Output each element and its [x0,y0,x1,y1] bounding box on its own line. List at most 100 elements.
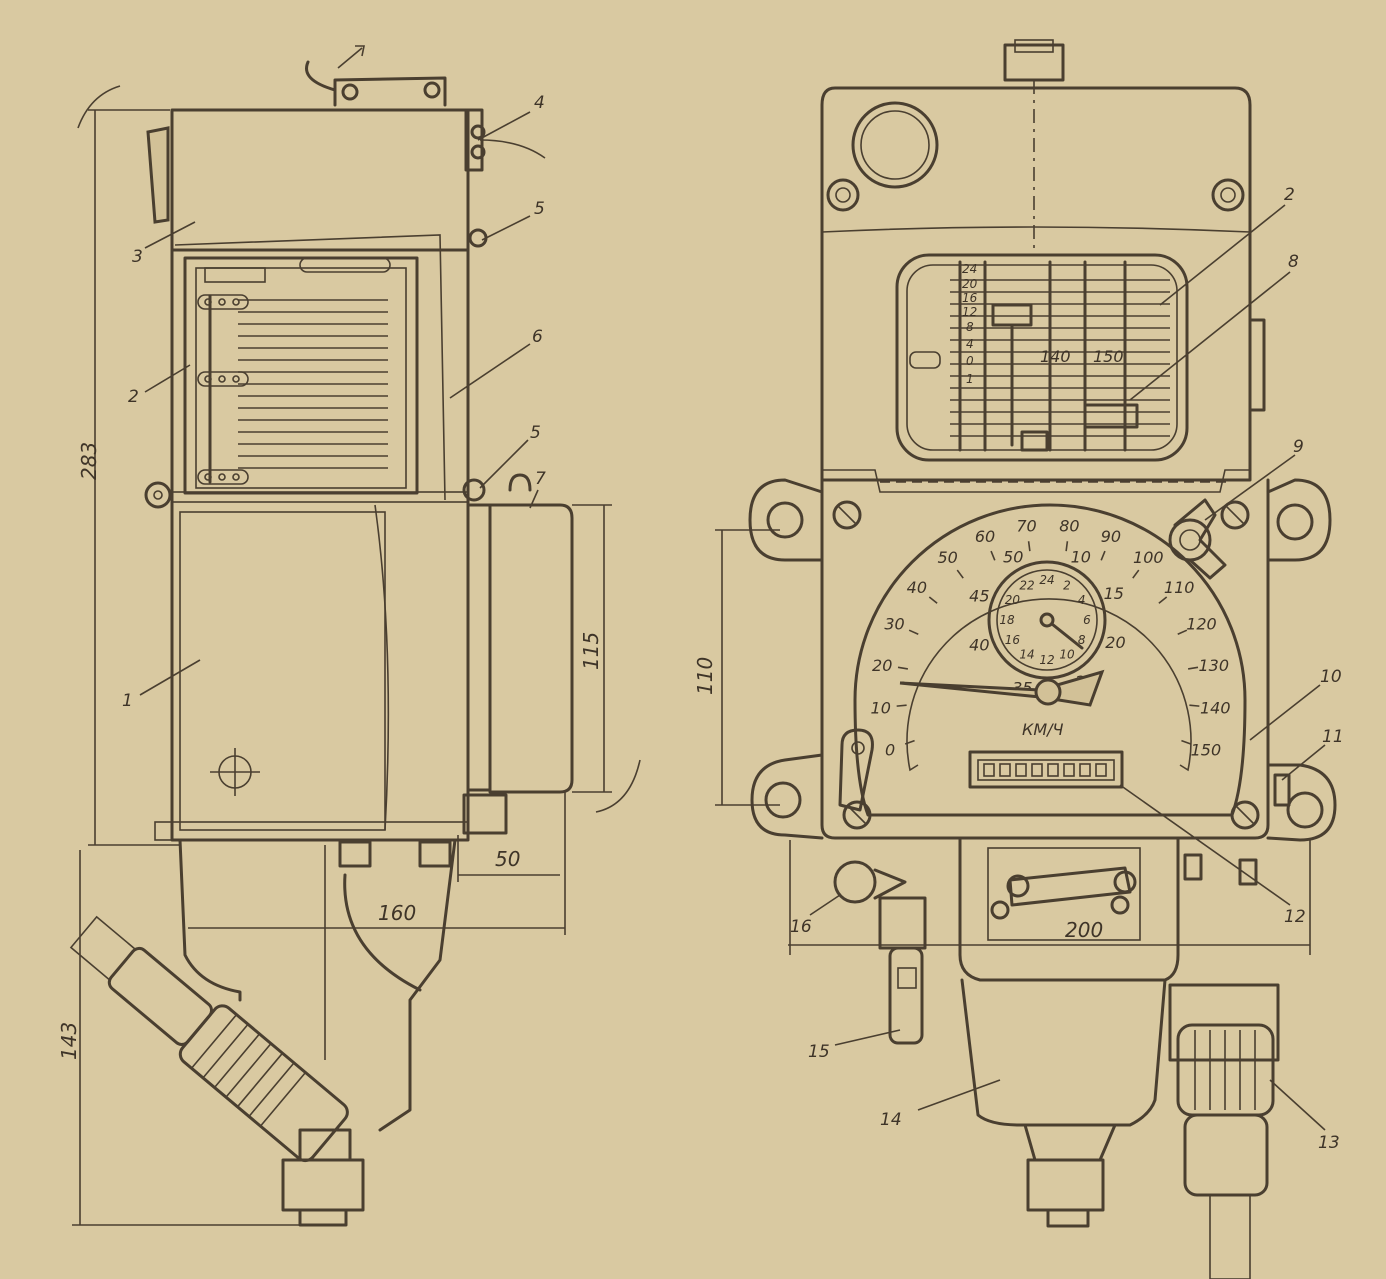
speed-scale-ticks [896,541,1200,745]
speed-tick [990,550,996,561]
callout-2: 2 [128,387,139,407]
top-bracket [1003,43,1065,82]
callout-6: 6 [532,327,543,347]
mid-seam [822,469,1250,493]
gearbox-pin-left [990,900,1010,920]
rotate-arrow-right [479,139,546,159]
callouts-left: 1 2 3 4 5 5 6 7 [122,93,546,711]
knob-16 [833,860,877,904]
sensor-plug [888,946,924,1045]
speed-tick [1181,739,1192,745]
side-clip [464,108,484,172]
torn-edge [374,504,390,831]
housing-bolt-left [338,840,372,868]
screw-top-left-inner [835,187,851,203]
tape-scale-4: 4 [966,337,974,351]
tape-lines [238,299,388,469]
recorder-body [170,248,470,842]
speed-tick [1027,541,1031,552]
screw-mid-tl [832,500,862,530]
clock-label: 12 [1039,653,1054,667]
gearbox-pivot-left [1006,874,1030,898]
speed-tick [904,739,915,745]
stylus-carriage [1020,430,1049,452]
callout-r-16: 16 [790,917,812,937]
bottom-nut [281,1158,365,1212]
speed-tick [1158,596,1168,604]
tape-label-150: 150 [1093,347,1124,366]
tape-window-lines [950,279,1170,437]
arrow-top-head [355,45,365,57]
lower-body-panel [179,511,386,831]
clock-label: 8 [1078,633,1086,647]
clock-inner-label: 15 [1104,584,1124,603]
dim-label-115: 115 [579,632,603,670]
callout-1: 1 [122,691,133,711]
clock-label: 2 [1063,578,1071,592]
lock-knob [1168,498,1227,580]
side-lever [838,728,874,812]
ear-lower-left [750,753,824,840]
speed-tick [928,596,938,604]
speed-label: 130 [1199,656,1230,675]
speed-label: 0 [885,740,895,759]
clock-inner-label: 20 [1105,633,1125,652]
speed-label: 100 [1133,548,1164,567]
clock-inner-label: 50 [1003,547,1023,566]
housing-bolt-right [418,840,452,868]
speed-needle [899,669,1105,707]
side-view: 283 143 160 50 115 1 2 3 4 5 5 6 7 [57,45,641,1227]
needle-hub [1034,678,1062,706]
clock-label: 24 [1039,573,1054,587]
latch-screw-right [423,81,441,99]
tape-label-140: 140 [1040,347,1071,366]
rotate-arrow-left [77,85,121,129]
speed-label: 10 [871,699,891,718]
dial-bezel [853,503,1247,817]
screw-mid-tl-slot [837,505,857,525]
clock-label: 6 [1083,613,1091,627]
dim-50 [457,835,560,882]
odometer-window [968,750,1124,789]
front-view: 24 20 16 12 8 4 0 1 140 150 [693,39,1344,1279]
tape-guide [204,267,266,283]
callout-r-11: 11 [1322,727,1344,747]
speed-tick [1189,704,1200,707]
callout-r-13: 13 [1318,1133,1340,1153]
upper-housing [820,86,1252,482]
gearbox-plate [987,847,1141,941]
speed-label: 90 [1101,527,1121,546]
hinge-pin [153,490,163,500]
tape-window [895,253,1189,462]
mid-housing [820,478,1270,840]
screw-mid-tr [1220,500,1250,530]
ear-hole-upper-left [766,501,804,539]
callout-5-bottom: 5 [530,423,541,443]
angled-connector [69,915,349,1163]
screw-5-top [468,228,488,248]
cap-lever [146,126,170,224]
speed-label: 150 [1191,740,1222,759]
clock-label: 18 [999,613,1015,627]
cable-nut [1183,1113,1269,1197]
stylus-1-head [991,303,1033,327]
latch-screw-left [341,83,359,101]
center-mark [210,748,260,796]
tape-scale-16: 16 [962,291,978,305]
clock-dial-inner [996,569,1098,671]
screw-mid-br-slot [1235,805,1255,825]
ear-upper-left [748,478,824,562]
clock-inner-label: 10 [1071,547,1091,566]
knob-16-tip [873,868,907,900]
callout-4: 4 [534,93,545,113]
tape-scale-0: 0 [966,354,974,368]
clock-label: 16 [1005,633,1021,647]
top-bracket-cap [1014,39,1054,53]
dim-label-160: 160 [378,901,416,925]
latch-handle [305,60,337,92]
clock-label: 14 [1019,648,1034,662]
side-tab [1248,318,1266,412]
screw-4a [470,124,486,140]
tape-scale-20: 20 [962,277,978,291]
